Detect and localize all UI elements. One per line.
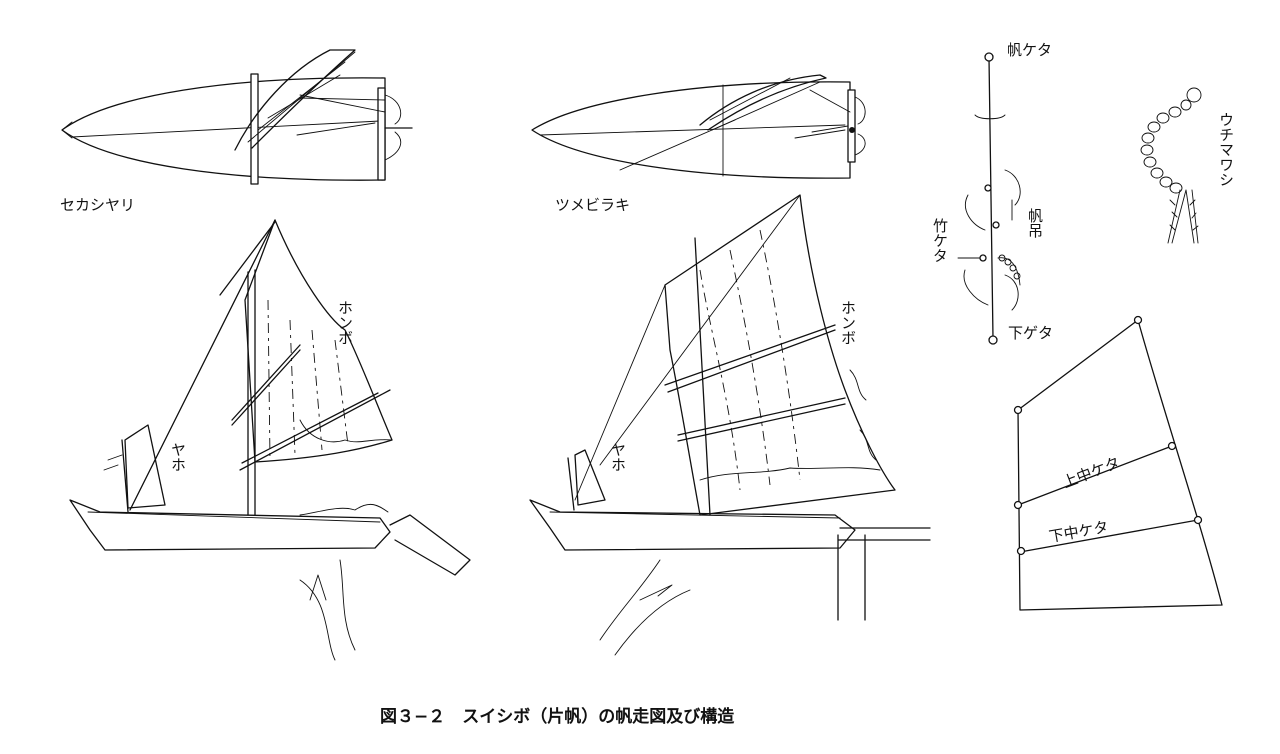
bottom-yard-label: 下ゲタ — [1008, 324, 1053, 342]
sail-structure-outline — [1017, 319, 1223, 611]
middle-boat-jib — [574, 449, 606, 506]
parrel-label: ウチマワシ — [1217, 112, 1235, 187]
middle-wind-arrow — [599, 559, 691, 656]
left-plan-label: セカシヤリ — [60, 196, 135, 214]
left-wind-arrow — [299, 559, 356, 661]
left-jib-label: ヤホ — [169, 442, 187, 472]
upper-batten-line — [1017, 445, 1173, 506]
mast-detail — [957, 52, 1021, 345]
middle-boat-main-sail — [664, 194, 896, 516]
middle-main-sail-label: ホンボ — [839, 300, 857, 345]
middle-plan-label: ツメビラキ — [555, 196, 630, 214]
middle-boat-mast — [694, 237, 711, 516]
figure-caption: 図３−２ スイシボ（片帆）の帆走図及び構造 — [380, 706, 735, 727]
left-boat-main-sail — [244, 219, 393, 463]
middle-boat-hull — [529, 499, 856, 551]
parrel-detail — [1140, 87, 1202, 244]
middle-boat — [529, 194, 931, 656]
top-yard-label: 帆ケタ — [1007, 41, 1052, 59]
sail-structure — [1013, 315, 1223, 611]
halyard-label: 帆吊 — [1026, 208, 1044, 238]
left-boat-rudder — [389, 514, 471, 576]
left-boat-jib — [124, 424, 166, 509]
middle-plan-view — [531, 74, 866, 179]
middle-boat-rudder-frame — [837, 527, 931, 621]
bamboo-yard-label: 竹ケタ — [931, 218, 949, 263]
left-plan-sail — [234, 49, 356, 151]
left-boat — [69, 219, 471, 661]
lower-batten-line — [1019, 519, 1199, 553]
upper-batten-label: 上中ケタ — [1060, 453, 1122, 491]
left-main-sail-label: ホンボ — [336, 300, 354, 345]
middle-plan-sail — [699, 74, 827, 131]
mast-detail-pole — [988, 57, 994, 339]
left-plan-view — [61, 49, 413, 185]
middle-jib-label: ヤホ — [609, 442, 627, 472]
left-plan-mast-beam — [250, 73, 259, 185]
left-boat-hull — [69, 499, 391, 551]
